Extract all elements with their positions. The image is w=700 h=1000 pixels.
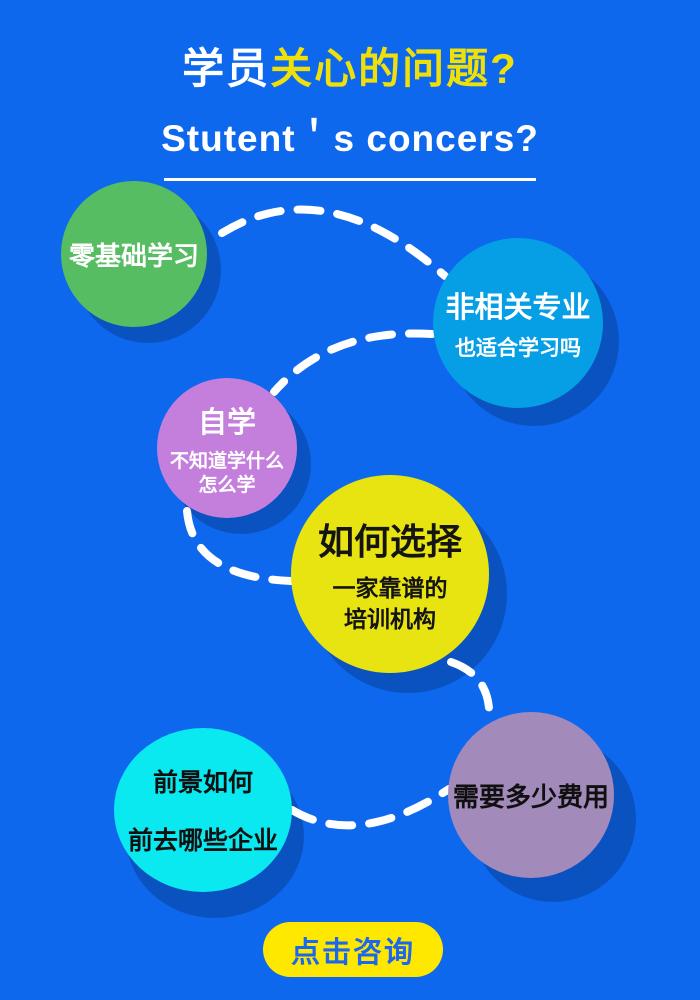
title-white-part: 学员 — [182, 45, 271, 92]
bubble-line: 需要多少费用 — [452, 781, 609, 812]
consult-button[interactable]: 点击咨询 — [263, 922, 443, 977]
page-subtitle: Stutent＇s concers? — [161, 118, 539, 160]
title-yellow-part: 关心的问题? — [270, 45, 518, 92]
bubble-line: 非相关专业 — [445, 292, 591, 324]
connector-purple-to-yellow — [183, 507, 295, 585]
connector-cyan-to-mauve — [288, 785, 453, 830]
title-underline — [164, 178, 536, 182]
connector-blue-to-purple — [270, 329, 436, 396]
bubble-line: 培训机构 — [344, 606, 436, 632]
bubble-line: 零基础学习 — [68, 240, 199, 271]
connector-green-to-blue — [218, 205, 449, 280]
bubble-zero-basic: 零基础学习 — [61, 181, 207, 327]
bubble-how-to-choose: 如何选择 一家靠谱的 培训机构 — [291, 475, 489, 673]
header: 学员关心的问题? Stutent＇s concers? — [0, 0, 700, 182]
bubble-line: 自学 — [197, 406, 256, 439]
bubble-line: 不知道学什么 — [169, 450, 284, 472]
bubble-line: 也适合学习吗 — [455, 337, 581, 360]
page-title: 学员关心的问题? — [0, 45, 700, 92]
bubble-self-study: 自学 不知道学什么 怎么学 — [157, 378, 297, 518]
bubble-line: 前去哪些企业 — [127, 827, 278, 855]
bubble-prospects: 前景如何 前去哪些企业 — [114, 728, 292, 892]
bubble-cost: 需要多少费用 — [448, 712, 614, 878]
bubble-line: 如何选择 — [317, 520, 462, 562]
bubble-line: 前景如何 — [152, 769, 253, 797]
bubble-line: 怎么学 — [198, 474, 256, 496]
bubble-line: 一家靠谱的 — [332, 574, 448, 601]
connector-yellow-to-mauve — [447, 658, 493, 712]
bubble-non-related-major: 非相关专业 也适合学习吗 — [433, 238, 603, 408]
